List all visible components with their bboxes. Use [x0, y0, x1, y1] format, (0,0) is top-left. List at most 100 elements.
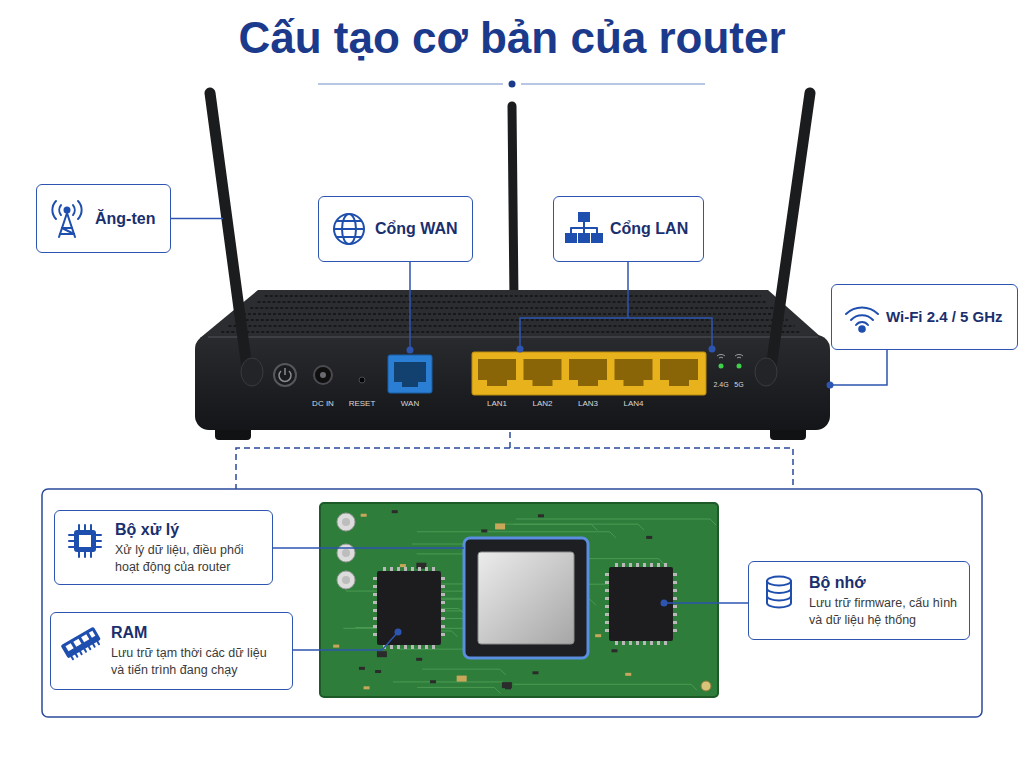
pcb-trace	[513, 684, 697, 690]
callout-title: Bộ xử lý	[115, 520, 179, 539]
antenna-hinge	[241, 358, 263, 386]
callout-box: Wi-Fi 2.4 / 5 GHz	[831, 284, 1018, 350]
callout-icon	[564, 209, 604, 249]
smd-part	[416, 658, 422, 661]
pcb-trace	[393, 682, 509, 688]
port-label: WAN	[401, 400, 419, 408]
callout-icon	[65, 521, 105, 561]
callout-description: Lưu trữ firmware, cấu hình và dữ liệu hệ…	[809, 595, 959, 629]
callout-title: Cổng WAN	[375, 219, 458, 238]
status-led	[719, 364, 724, 369]
antenna	[771, 93, 810, 368]
capacitor-top	[342, 576, 350, 584]
callout-description: Lưu trữ tạm thời các dữ liệu và tiến trì…	[111, 645, 282, 679]
leader-line	[409, 262, 411, 350]
leader-dot	[395, 629, 402, 636]
reset-hole	[359, 377, 365, 383]
callout-box: RAM Lưu trữ tạm thời các dữ liệu và tiến …	[50, 612, 293, 690]
smd-part	[392, 510, 398, 513]
port-label: 5G	[734, 381, 743, 388]
smd-part	[495, 523, 505, 529]
capacitor	[337, 571, 355, 589]
antenna	[210, 93, 247, 368]
smd-part	[430, 680, 436, 683]
capacitor	[337, 513, 355, 531]
lan-ports	[472, 352, 706, 395]
port-opening	[478, 359, 516, 386]
smd-part	[333, 645, 339, 648]
icon-graphic	[329, 209, 369, 249]
port-opening	[660, 359, 698, 386]
router-front	[195, 335, 830, 430]
callout-box: Ăng-ten	[36, 184, 171, 253]
port-label: LAN2	[532, 400, 552, 408]
ic-chip	[609, 567, 673, 641]
antenna-hinge	[755, 358, 777, 386]
vent-row	[229, 325, 795, 327]
detail-panel	[42, 489, 982, 717]
dc-pin	[320, 372, 326, 378]
dc-jack	[314, 366, 332, 384]
port-opening	[615, 359, 653, 386]
leader-line	[273, 547, 464, 549]
port-label: 2.4G	[713, 381, 728, 388]
router-edge	[208, 336, 818, 338]
callout-box: Cổng WAN	[318, 196, 473, 262]
mount-hole	[701, 681, 711, 691]
leader-dot	[517, 346, 524, 353]
callout-title: Cổng LAN	[610, 219, 688, 238]
icon-graphic	[759, 572, 799, 612]
dashed-bracket	[236, 432, 793, 490]
status-led	[737, 364, 742, 369]
leader-lines	[171, 219, 887, 651]
icon-graphic	[842, 297, 882, 337]
led-wifi-symbol	[735, 354, 743, 358]
port-label: LAN3	[578, 400, 598, 408]
port-label: LAN4	[623, 400, 643, 408]
capacitor-top	[342, 549, 350, 557]
callout-icon	[329, 209, 369, 249]
title-dot	[509, 81, 516, 88]
smd-part	[611, 649, 617, 652]
diagram-title: Cấu tạo cơ bản của router	[0, 14, 1024, 62]
icon-graphic	[65, 521, 105, 561]
smd-part	[457, 676, 467, 682]
callout-icon	[61, 623, 101, 663]
leader-dot	[661, 600, 668, 607]
led-wifi-symbol	[717, 354, 725, 358]
smd-part	[646, 536, 652, 539]
callout-title: RAM	[111, 623, 147, 642]
router-top	[200, 290, 822, 338]
callout-icon	[759, 572, 799, 612]
smd-part	[377, 651, 387, 657]
cpu-lid	[478, 552, 574, 644]
router-illustration	[195, 93, 830, 440]
pcb-trace	[417, 687, 500, 693]
vent-row	[258, 301, 768, 303]
title-rule	[318, 83, 503, 85]
cpu-package	[464, 538, 588, 658]
pcb-illustration	[320, 503, 718, 697]
port-label: RESET	[349, 400, 376, 408]
smd-part	[375, 670, 381, 673]
smd-part	[400, 564, 406, 567]
leader-line	[293, 632, 398, 650]
pcb-board	[320, 503, 718, 697]
smd-part	[364, 686, 370, 689]
antenna	[512, 106, 514, 300]
pcb-trace	[513, 524, 597, 530]
smd-part	[505, 686, 511, 689]
leader-dot	[709, 346, 716, 353]
callout-icon	[47, 199, 87, 239]
callout-description: Xử lý dữ liệu, điều phối hoạt động của r…	[115, 542, 262, 576]
smd-part	[359, 667, 365, 670]
callout-title: Bộ nhớ	[809, 573, 866, 592]
port-opening	[569, 359, 607, 386]
smd-part	[361, 514, 367, 517]
power-button	[274, 364, 296, 386]
callout-title: Wi-Fi 2.4 / 5 GHz	[886, 308, 1003, 326]
vent-row	[250, 307, 774, 309]
wan-port	[388, 355, 432, 393]
